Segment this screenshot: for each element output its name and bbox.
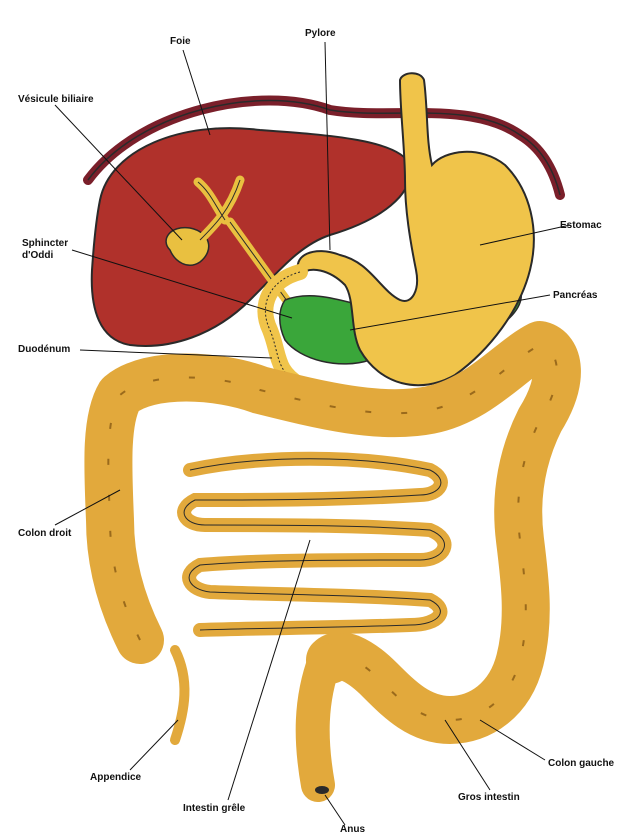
label-pylore: Pylore	[305, 28, 336, 40]
appendix	[175, 650, 184, 740]
small-intestine	[184, 459, 444, 630]
label-sphincter-line1: Sphincter	[22, 238, 92, 250]
label-appendice: Appendice	[90, 772, 141, 784]
label-gros-intestin: Gros intestin	[458, 792, 520, 804]
label-estomac: Estomac	[560, 220, 602, 232]
label-intestin-grele: Intestin grêle	[183, 803, 245, 815]
label-colon-gauche: Colon gauche	[548, 758, 614, 770]
label-colon-droit: Colon droit	[18, 528, 71, 540]
label-sphincter-oddi: Sphincter d'Oddi	[22, 238, 92, 262]
label-foie: Foie	[170, 36, 191, 48]
label-anus: Anus	[340, 824, 365, 836]
label-duodenum: Duodénum	[18, 344, 70, 356]
anus-opening	[315, 786, 329, 794]
label-vesicule-biliaire: Vésicule biliaire	[18, 94, 94, 106]
rectum	[313, 660, 325, 785]
label-pancreas: Pancréas	[553, 290, 597, 302]
label-sphincter-line2: d'Oddi	[22, 250, 92, 262]
